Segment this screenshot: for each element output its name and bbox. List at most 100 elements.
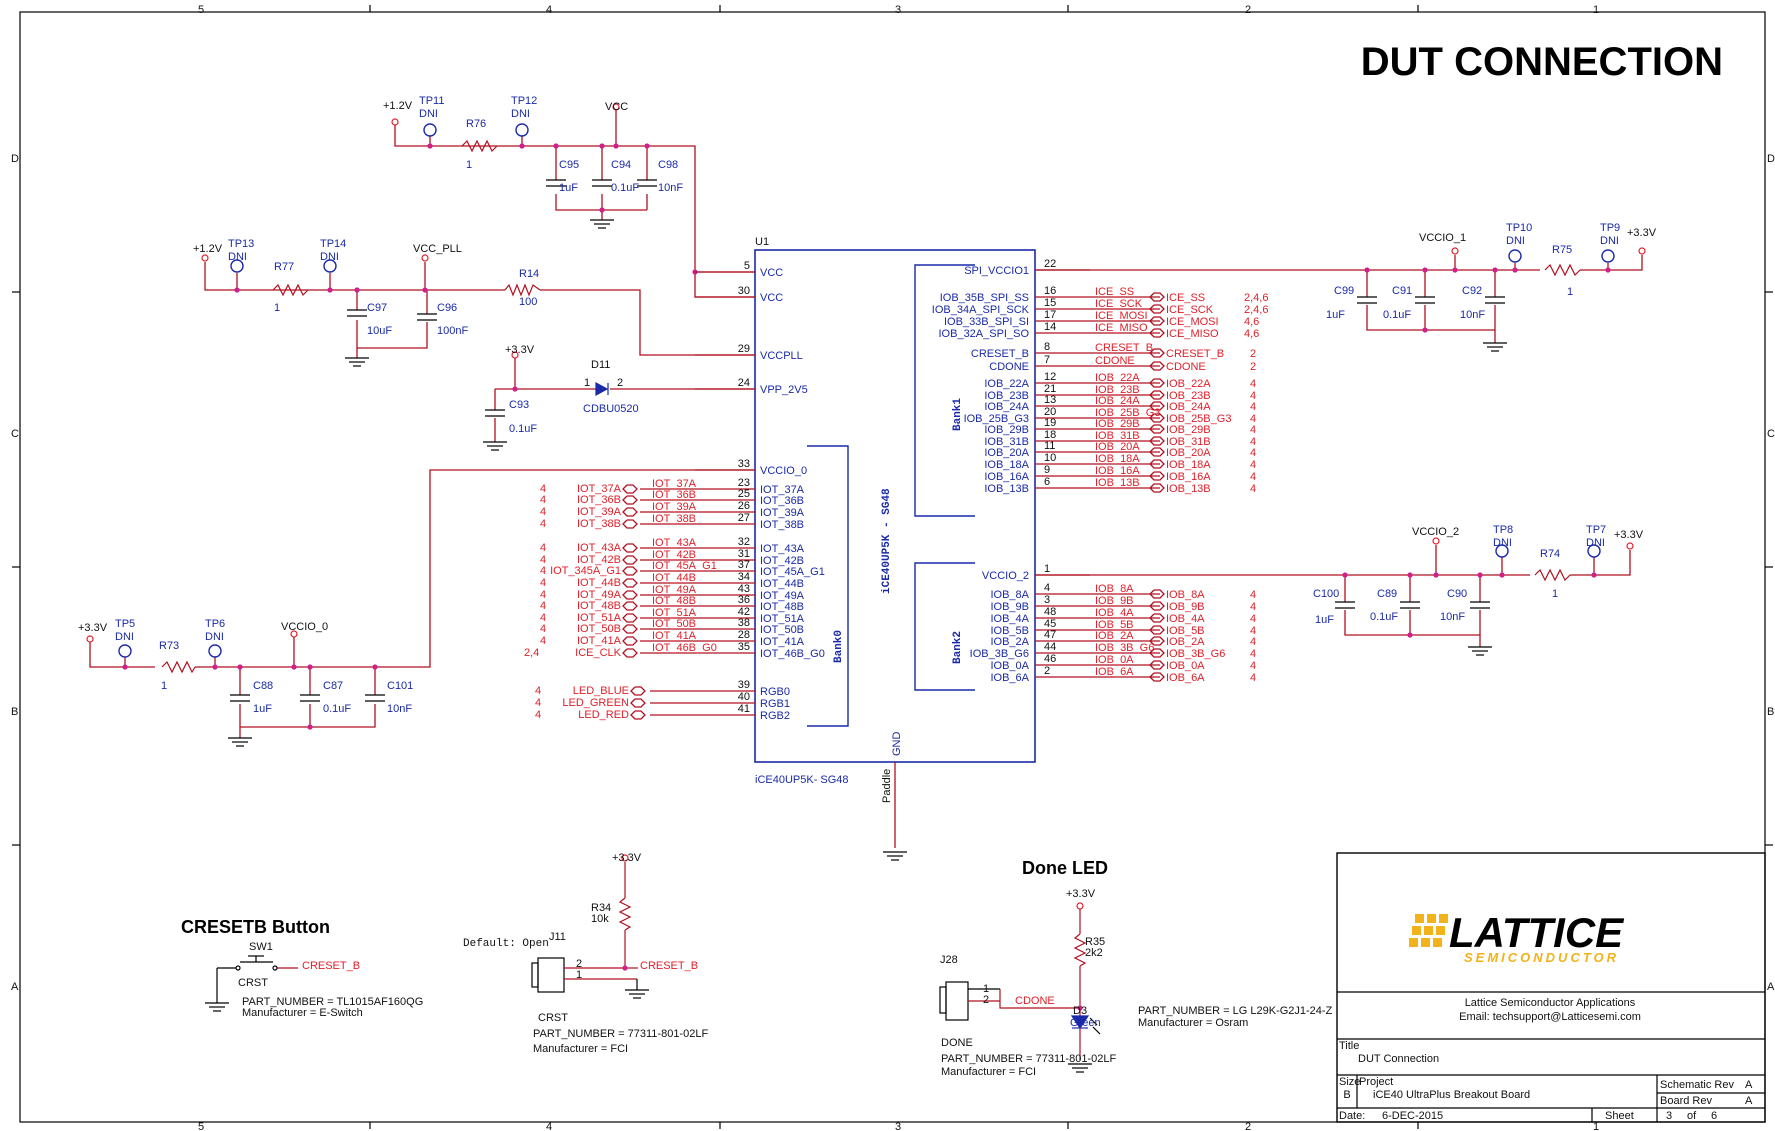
label-p33-right1: +3.3V [1627,227,1657,239]
title-block-project: iCE40 UltraPlus Breakout Board [1373,1089,1530,1101]
label-r77-value: 1 [274,302,280,314]
border-row-d-right: D [1767,153,1775,165]
port-symbol-iob-25b-g3 [1149,413,1165,423]
label-j11-pin2: 2 [576,958,582,970]
label-p12v-a: +1.2V [383,100,413,112]
port-label-iot-51a: IOT_51A [577,612,622,624]
bank2-bracket [914,562,975,691]
port-symbol-led-blue [630,686,646,696]
net-label-creset-b: CRESET_B [1095,342,1153,354]
pin-number-11: 11 [1044,440,1055,452]
port-label-iot-38b: IOT_38B [577,518,621,530]
port-page-ice-ss: 2,4,6 [1244,292,1268,304]
port-page-iob-0a: 4 [1250,660,1256,672]
title-block-of-label: of [1687,1110,1697,1122]
pin-number-30: 30 [738,285,750,297]
label-c94-value: 0.1uF [611,182,639,194]
port-symbol-iob-4a [1149,613,1165,623]
label-vccio2: VCCIO_2 [1412,526,1459,538]
pin-number-18: 18 [1044,429,1056,441]
net-label-iob-16a: IOB_16A [1095,465,1140,477]
pin-name-iob-3b-g6-44: IOB_3B_G6 [970,648,1029,660]
label-tp13-dni: DNI [228,251,247,263]
title-block-sheet: 3 [1666,1110,1672,1122]
port-label-iob-5b: IOB_5B [1166,625,1205,637]
net-label-iot-42b: IOT_42B [652,549,696,561]
label-r73: R73 [159,640,179,652]
port-page-cdone: 2 [1250,361,1256,373]
label-c92-value: 10nF [1460,309,1485,321]
net-label-iob-6a: IOB_6A [1095,666,1134,678]
border-col-4-top: 4 [546,4,552,16]
label-c100: C100 [1313,588,1339,600]
port-symbol-ice-clk [622,648,638,658]
title-block-email: Email: techsupport@Latticesemi.com [1459,1011,1641,1023]
port-symbol-iot-51a [622,613,638,623]
title-block-board-rev: A [1745,1095,1753,1107]
port-page-iob-24a: 4 [1250,401,1256,413]
net-label-iob-25b-g3: IOB_25B_G3 [1095,407,1160,419]
label-j11-manufacturer: Manufacturer = FCI [533,1043,628,1055]
label-d3-part-number: PART_NUMBER = LG L29K-G2J1-24-Z [1138,1005,1333,1017]
pin-name-cdone-7: CDONE [989,361,1029,373]
pin-name-iob-5b-45: IOB_5B [990,625,1029,637]
port-page-led-blue: 4 [535,685,541,697]
label-p33-j11: +3.3V [612,852,642,864]
pin-number-3: 3 [1044,594,1050,606]
net-label-ice-mosi: ICE_MOSI [1095,310,1148,322]
testpoint-tp11 [423,123,437,137]
port-symbol-iob-31b [1149,436,1165,446]
net-label-iob-22a: IOB_22A [1095,372,1140,384]
pin-number-47: 47 [1044,629,1056,641]
label-c89: C89 [1377,588,1397,600]
pin-number-26: 26 [738,500,750,512]
title-block-date: 6-DEC-2015 [1382,1110,1443,1122]
net-label-iot-51a: IOT_51A [652,607,697,619]
label-c89-value: 0.1uF [1370,611,1398,623]
pin-number-14: 14 [1044,321,1056,333]
port-symbol-iob-9b [1149,601,1165,611]
port-label-iob-29b: IOB_29B [1166,424,1211,436]
net-label-iob-9b: IOB_9B [1095,595,1134,607]
testpoint-tp5 [118,644,132,658]
pin-number-1: 1 [1044,563,1050,575]
vccpll-network-wires [204,262,755,358]
pin-number-20: 20 [1044,406,1056,418]
port-page-iot-49a: 4 [540,589,546,601]
port-label-iob-25b-g3: IOB_25B_G3 [1166,413,1231,425]
port-label-iob-31b: IOB_31B [1166,436,1211,448]
net-label-iob-5b: IOB_5B [1095,619,1134,631]
label-c98-value: 10nF [658,182,683,194]
port-label-iob-20a: IOB_20A [1166,447,1211,459]
label-d11-cathode: 2 [617,377,623,389]
port-label-ice-clk: ICE_CLK [575,647,622,659]
pin-name-rgb1-40: RGB1 [760,698,790,710]
port-page-iob-4a: 4 [1250,613,1256,625]
chip-footer: iCE40UP5K- SG48 [755,774,849,786]
bank0-label: Bank0 [833,630,845,663]
net-label-iot-37a: IOT_37A [652,478,697,490]
port-label-iot-48b: IOT_48B [577,600,621,612]
pin-name-iot-45a-g1-37: IOT_45A_G1 [760,566,825,578]
pin-name-vccio-2-1: VCCIO_2 [982,570,1029,582]
pin-name-iot-49a-43: IOT_49A [760,590,805,602]
label-c98: C98 [658,159,678,171]
port-symbol-iob-16a [1149,471,1165,481]
pin-name-iob-35b-spi-ss-16: IOB_35B_SPI_SS [940,292,1029,304]
port-symbol-led-green [630,698,646,708]
port-symbol-ice-miso [1149,328,1165,338]
label-p33-vpp: +3.3V [505,344,535,356]
label-c99: C99 [1334,285,1354,297]
port-label-ice-miso: ICE_MISO [1166,328,1219,340]
pin-name-iot-48b-36: IOT_48B [760,601,804,613]
testpoint-tp7 [1587,544,1601,558]
net-label-iot-36b: IOT_36B [652,489,696,501]
label-r34: R34 [591,902,611,914]
label-j28-pin2: 2 [983,994,989,1006]
net-label-iot-44b: IOT_44B [652,572,696,584]
label-tp14: TP14 [320,238,346,250]
border-col-3-top: 3 [895,4,901,16]
port-symbol-led-red [630,710,646,720]
port-label-iot-44b: IOT_44B [577,577,621,589]
